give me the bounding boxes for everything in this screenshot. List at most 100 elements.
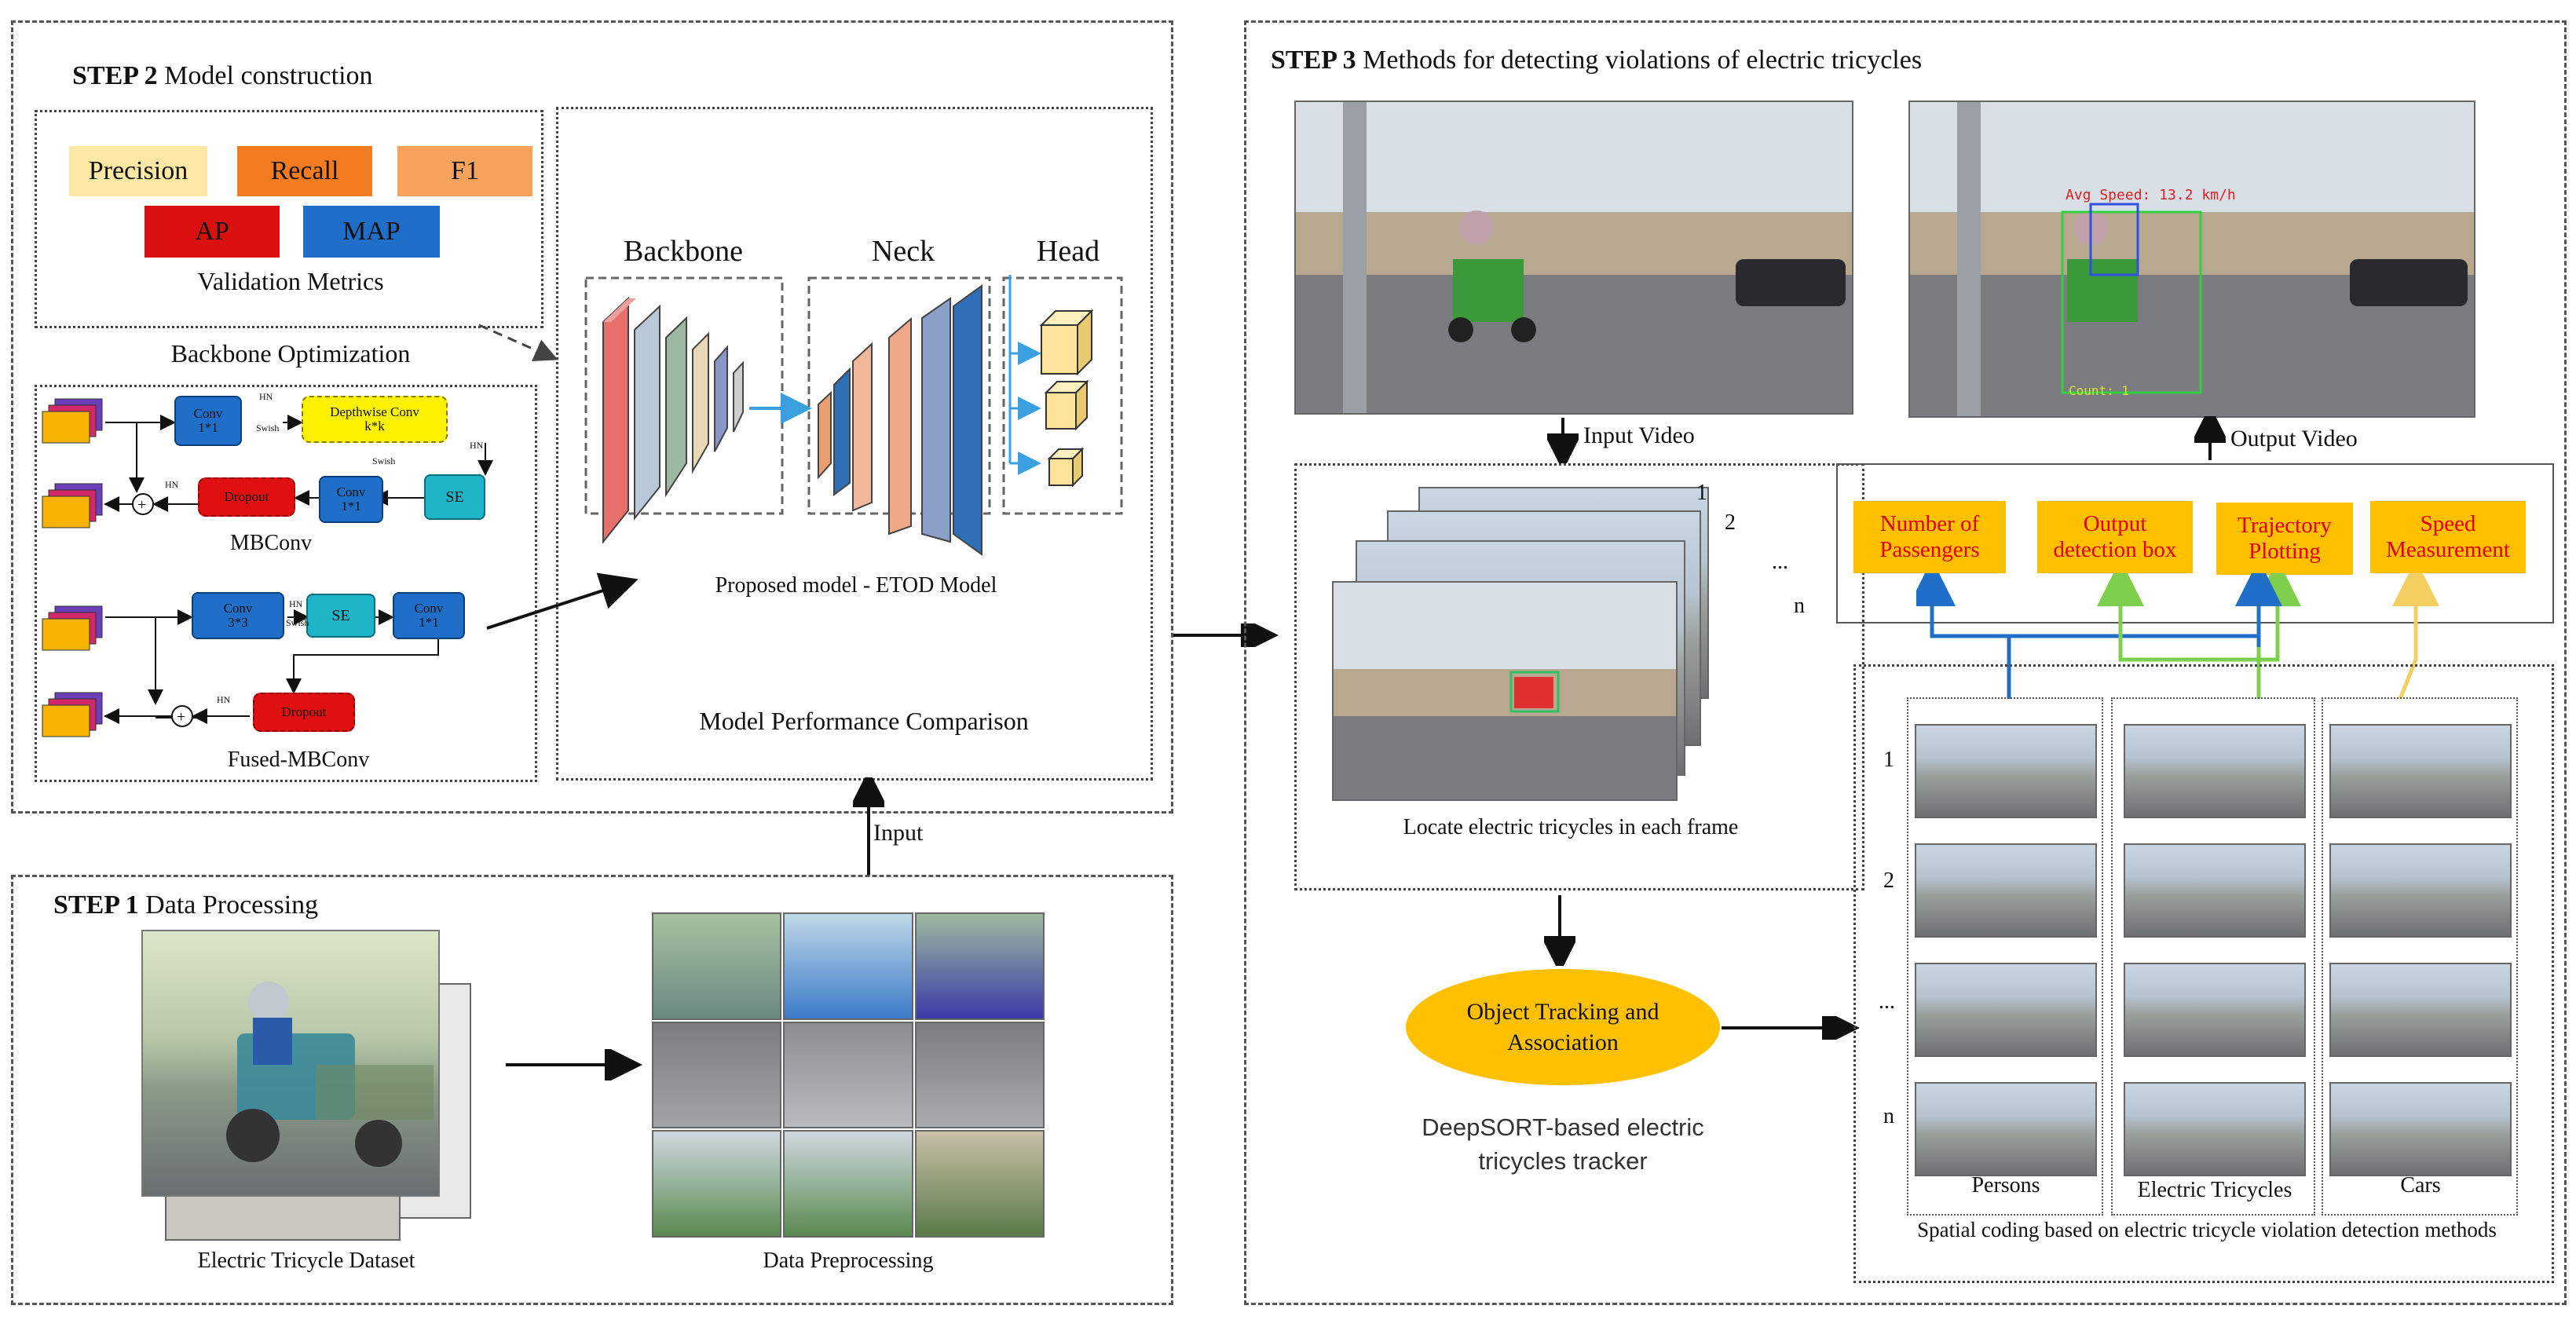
column-cars [2322,697,2518,1216]
mbconv-act-swish-2: Swish [372,455,396,466]
backbone-layer-1 [602,296,636,544]
preprocess-tile [652,912,782,1020]
step2-title: STEP 2 Model construction [72,61,373,90]
preprocess-tile [783,912,913,1020]
mbconv-act-hn-1: HN [259,391,273,402]
svg-text:+: + [137,496,146,514]
neck-layer-5 [921,297,951,543]
mbconv-act-hn-3: HN [165,479,179,490]
model-comparison-label: Model Performance Comparison [699,707,1029,735]
fused-act-swish: Swish [286,617,309,628]
dataset-image-front [141,930,440,1197]
head-cube-2 [1044,379,1089,431]
metrics-box [35,110,543,328]
mbconv-input-feature-map [42,398,103,444]
metric-ap: AP [145,206,280,258]
backbone-layer-3 [665,316,687,498]
metric-f1: F1 [397,146,532,196]
neck-layer-6 [953,284,982,556]
backbone-layer-4 [692,331,709,474]
spatial-coding-box [1853,664,2554,1283]
metric-recall: Recall [237,146,372,196]
row-label-ellipsis: ... [1879,989,1895,1014]
frame-number-1: 1 [1696,481,1707,505]
preprocess-tile [914,1130,1045,1238]
output-video-label: Output Video [2230,426,2358,452]
neck-layer-2 [833,367,851,496]
mbconv-se: SE [424,474,485,520]
metric-map: MAP [303,206,440,258]
output-trajectory-plotting: Trajectory Plotting [2216,503,2353,575]
frame-number-ellipsis: ... [1772,550,1788,574]
outputs-box [1836,463,2554,623]
preprocess-grid [652,912,1045,1238]
fused-mbconv-label: Fused-MBConv [227,748,370,772]
deepsort-label: DeepSORT-based electric tricycles tracke… [1422,1113,1704,1176]
arch-backbone-label: Backbone [624,235,743,268]
fused-output-feature-map [42,692,103,737]
thumb [2124,843,2306,938]
metrics-to-model-arrow [478,324,558,362]
thumb [2329,843,2512,938]
mbconv-dropout: Dropout [198,477,295,517]
neck-layer-1 [818,390,832,480]
tricycle-illustration [226,982,434,1167]
thumb [2329,724,2512,818]
mbconv-conv1x1-a: Conv 1*1 [174,396,242,446]
backbone-to-model-arrow [486,572,639,630]
step3-panel [1244,20,2567,1305]
row-label-2: 2 [1883,868,1894,893]
backbone-optimization-title: Backbone Optimization [170,339,411,367]
row-label-n: n [1883,1104,1894,1128]
mbconv-label: MBConv [229,531,313,555]
column-electric-tricycles [2111,697,2315,1216]
output-speed-measurement: Speed Measurement [2370,501,2526,573]
backbone-optimization-box [35,385,537,782]
thumb [1915,963,2097,1057]
input-video-label: Input Video [1583,422,1695,448]
tricycles-thumbs [2124,724,2306,1176]
preprocess-tile [652,1130,782,1238]
backbone-layer-2 [634,304,660,521]
thumb [2329,963,2512,1057]
locate-frames-box [1294,463,1864,890]
thumb [1915,724,2097,818]
fused-conv1x1: Conv 1*1 [393,592,465,639]
thumb [1915,1082,2097,1176]
preprocess-tile [652,1021,782,1129]
thumb [2124,724,2306,818]
locate-caption: Locate electric tricycles in each frame [1403,815,1739,839]
preprocess-tile [783,1021,913,1129]
input-video-frame [1294,101,1853,415]
mbconv-conv1x1-b: Conv 1*1 [319,476,383,523]
input-video-arrow [1547,418,1579,463]
thumb [1915,843,2097,938]
input-video-scene [1296,102,1852,413]
neck-layer-3 [852,342,873,512]
output-number-of-passengers: Number of Passengers [1853,501,2006,573]
overlay-count: Count: 1 [2069,383,2130,398]
locate-to-tracking-arrow [1544,895,1575,966]
fused-se: SE [306,594,375,638]
cars-thumbs [2329,724,2512,1176]
output-video-frame [1908,101,2475,418]
column-label-persons: Persons [1971,1173,2040,1198]
tracking-to-spatial-arrow [1722,1016,1860,1040]
fused-act-hn-2: HN [217,694,231,705]
metrics-caption: Validation Metrics [197,267,384,295]
thumb [2124,963,2306,1057]
spatial-caption: Spatial coding based on electric tricycl… [1917,1218,2497,1241]
output-video-scene [1910,102,2474,416]
mbconv-act-hn-2: HN [470,440,484,451]
persons-thumbs [1915,724,2097,1176]
output-connectors [1916,573,2439,700]
etod-architecture [584,275,1123,556]
mbconv-dwconv: Depthwise Conv k*k [302,396,448,443]
backbone-layer-5 [714,345,728,452]
preprocess-tile [783,1130,913,1238]
preprocess-tile [914,912,1045,1020]
model-caption: Proposed model - ETOD Model [715,573,997,598]
fused-act-hn-1: HN [289,598,303,609]
preprocess-tile [914,1021,1045,1129]
thumb [2124,1082,2306,1176]
